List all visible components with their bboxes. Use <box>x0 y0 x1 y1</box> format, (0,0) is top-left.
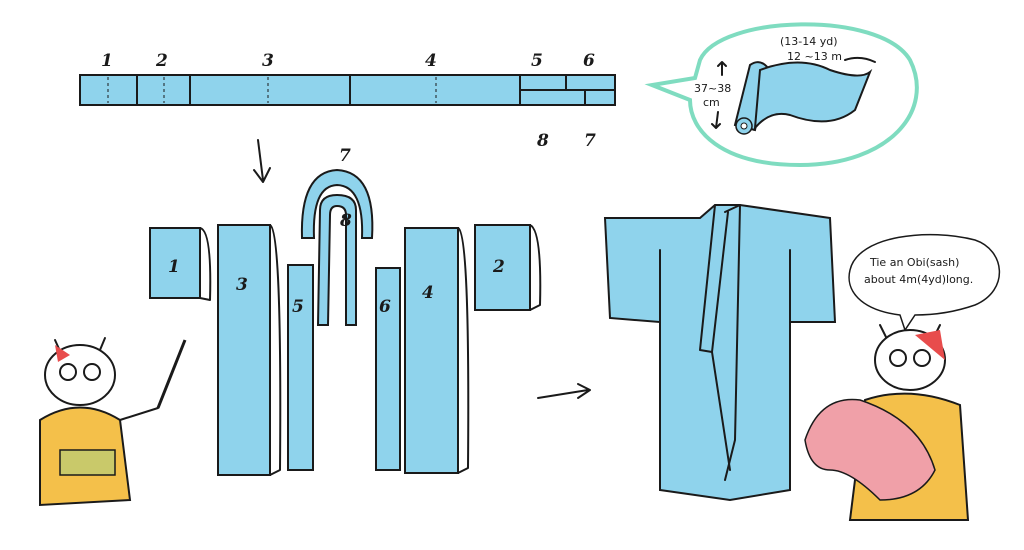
right-arrow-icon <box>537 383 591 399</box>
piece-3: 3 <box>236 275 248 295</box>
piece-2: 2 <box>492 257 505 277</box>
cut-pieces: 1 3 5 7 8 6 4 2 <box>149 146 542 476</box>
piece-8: 8 <box>339 211 352 231</box>
obi-speech-bubble: Tie an Obi(sash) about 4m(4yd)long. <box>848 233 1001 332</box>
strip-label-6: 6 <box>583 51 595 71</box>
strip-label-7: 7 <box>584 131 596 151</box>
piece-6: 6 <box>379 297 391 317</box>
bolt-width: 37~38 <box>694 82 731 95</box>
piece-4: 4 <box>422 283 434 303</box>
strip-label-5: 5 <box>531 51 543 71</box>
bolt-length-yd: (13-14 yd) <box>780 35 838 48</box>
strip-label-3: 3 <box>262 51 274 71</box>
cat-holding-obi-illustration <box>804 324 970 521</box>
strip-label-2: 2 <box>155 51 168 71</box>
strip-label-8: 8 <box>536 131 549 151</box>
teacher-cat-illustration <box>39 337 187 507</box>
piece-7: 7 <box>339 146 351 166</box>
strip-label-1: 1 <box>101 51 113 71</box>
bolt-width-unit: cm <box>703 96 720 109</box>
strip-label-4: 4 <box>425 51 437 71</box>
down-arrow-icon <box>253 139 271 183</box>
piece-5: 5 <box>292 297 304 317</box>
fabric-bolt-bubble: (13-14 yd) 12 ~13 m 37~38 cm <box>644 22 919 168</box>
piece-1: 1 <box>168 257 180 277</box>
obi-text-line2: about 4m(4yd)long. <box>864 273 973 286</box>
obi-text-line1: Tie an Obi(sash) <box>869 256 959 269</box>
assembled-kimono <box>603 204 837 502</box>
fabric-strip: 1 2 3 4 5 6 8 7 <box>79 51 616 151</box>
bolt-length-m: 12 ~13 m <box>787 50 842 63</box>
